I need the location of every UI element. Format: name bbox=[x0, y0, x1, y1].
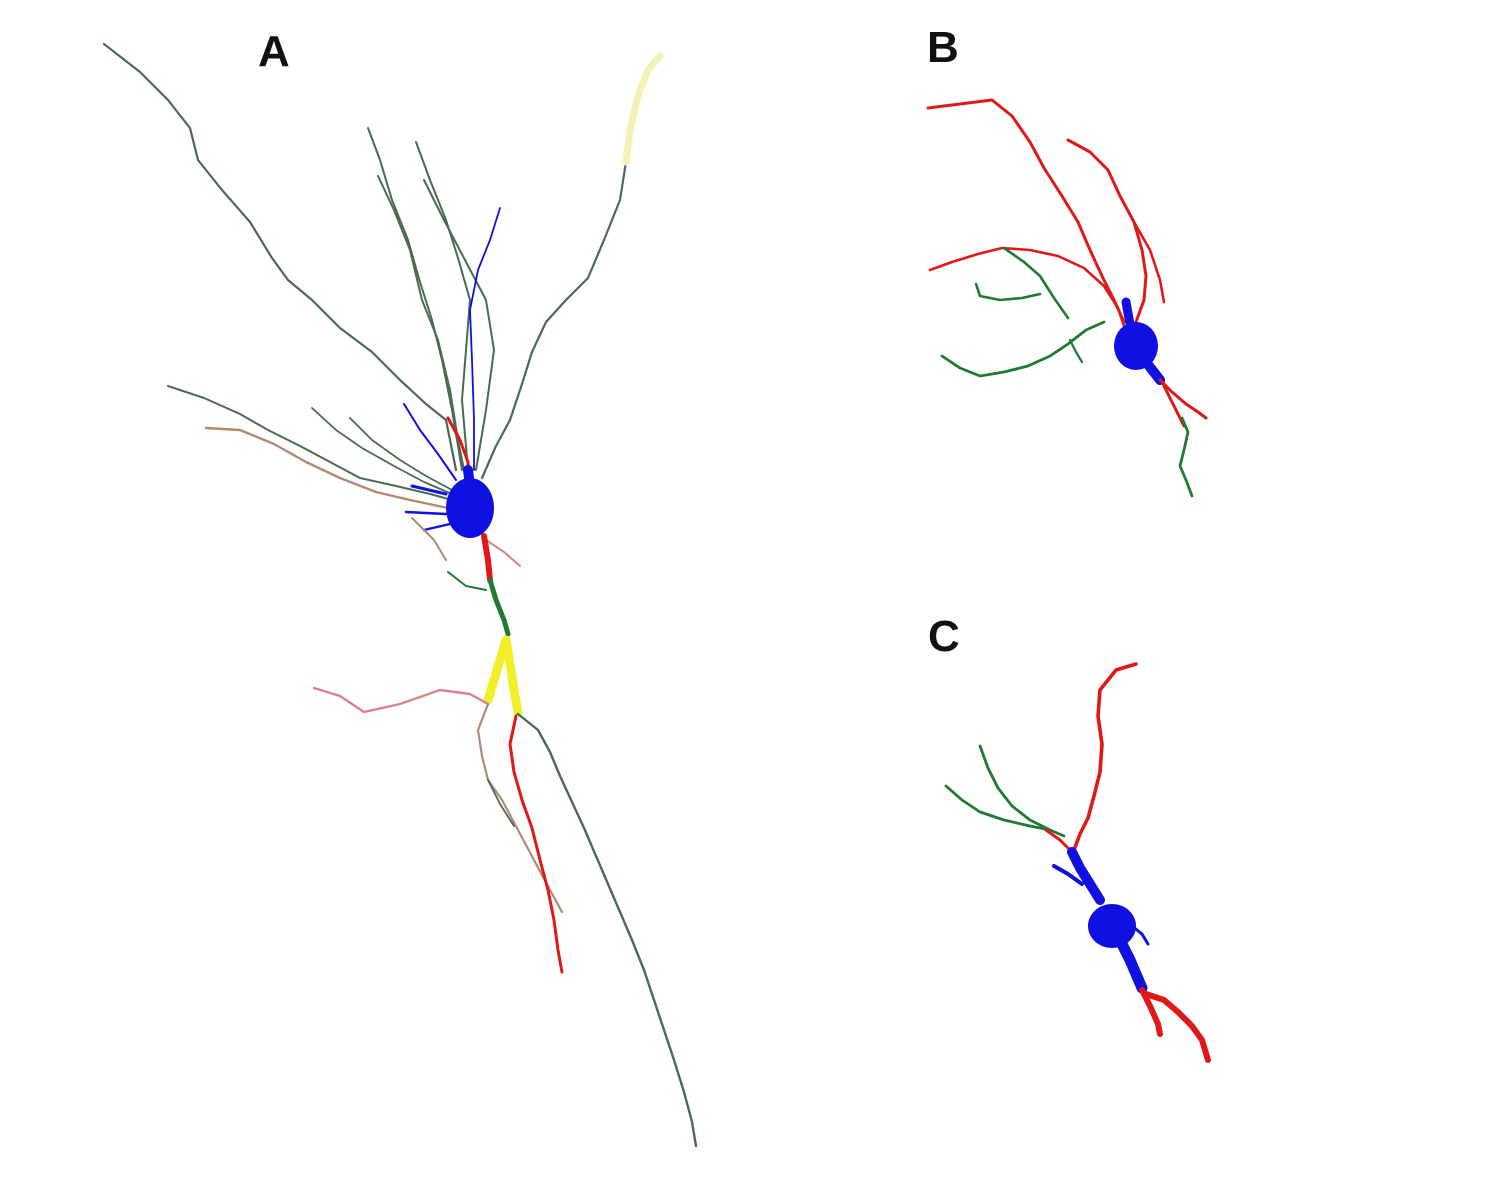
dendrite bbox=[1178, 416, 1194, 498]
dendrite bbox=[1072, 662, 1138, 852]
dendrite bbox=[367, 127, 463, 471]
dendrite bbox=[944, 784, 1052, 832]
neuron-c bbox=[944, 662, 1211, 1063]
dendrite bbox=[1160, 380, 1186, 428]
dendrite bbox=[1130, 924, 1150, 946]
dendrite bbox=[204, 426, 450, 510]
dendrite bbox=[312, 686, 490, 714]
dendrite bbox=[508, 714, 564, 974]
dendrite bbox=[487, 779, 515, 827]
soma-extension bbox=[463, 465, 475, 491]
soma bbox=[1088, 904, 1136, 948]
dendrite bbox=[311, 407, 453, 495]
dendrite bbox=[1044, 828, 1074, 854]
dendrite bbox=[485, 539, 521, 567]
dendrite bbox=[415, 141, 471, 471]
trunk-green bbox=[487, 577, 511, 637]
dendrite bbox=[1068, 338, 1084, 364]
dendrite bbox=[349, 417, 453, 491]
dendrite bbox=[928, 246, 1126, 328]
dendrite bbox=[102, 42, 458, 472]
neuron-b bbox=[926, 98, 1208, 498]
soma-extension bbox=[1121, 297, 1135, 329]
dendrite bbox=[480, 160, 628, 480]
dendrite bbox=[403, 403, 457, 481]
dendrite bbox=[410, 484, 448, 496]
trunk bbox=[1067, 847, 1105, 905]
dendrite bbox=[978, 744, 1066, 838]
dendrite bbox=[1139, 987, 1163, 1037]
dendrite-tip bbox=[622, 52, 664, 166]
trunk-yellow bbox=[501, 635, 523, 717]
panel-label-c: C bbox=[928, 612, 960, 661]
dendrite bbox=[1052, 864, 1084, 886]
neuron-a bbox=[102, 42, 698, 1148]
dendrite bbox=[1066, 138, 1148, 324]
dendrite bbox=[974, 282, 1042, 302]
dendrite bbox=[926, 98, 1126, 324]
dendrite bbox=[1002, 246, 1070, 320]
panel-label-a: A bbox=[258, 27, 290, 76]
trunk-yellow bbox=[483, 635, 511, 705]
dendrite bbox=[940, 320, 1106, 378]
dendrite bbox=[1158, 378, 1208, 420]
dendrite bbox=[447, 571, 487, 591]
dendrite bbox=[404, 510, 448, 516]
panel-label-b: B bbox=[927, 23, 959, 72]
soma-extension bbox=[1141, 357, 1165, 385]
dendrite bbox=[1132, 220, 1166, 304]
dendrite bbox=[411, 517, 447, 561]
dendrite bbox=[423, 179, 495, 471]
trunk bbox=[1116, 938, 1148, 994]
dendrite bbox=[377, 175, 467, 481]
dendrite bbox=[167, 385, 453, 501]
dendrite bbox=[469, 207, 501, 471]
dendrite bbox=[1143, 991, 1211, 1063]
dendrite bbox=[516, 712, 698, 1148]
dendrite bbox=[422, 522, 452, 532]
trunk-red bbox=[481, 533, 493, 583]
dendrite bbox=[476, 702, 564, 914]
soma bbox=[446, 478, 494, 538]
